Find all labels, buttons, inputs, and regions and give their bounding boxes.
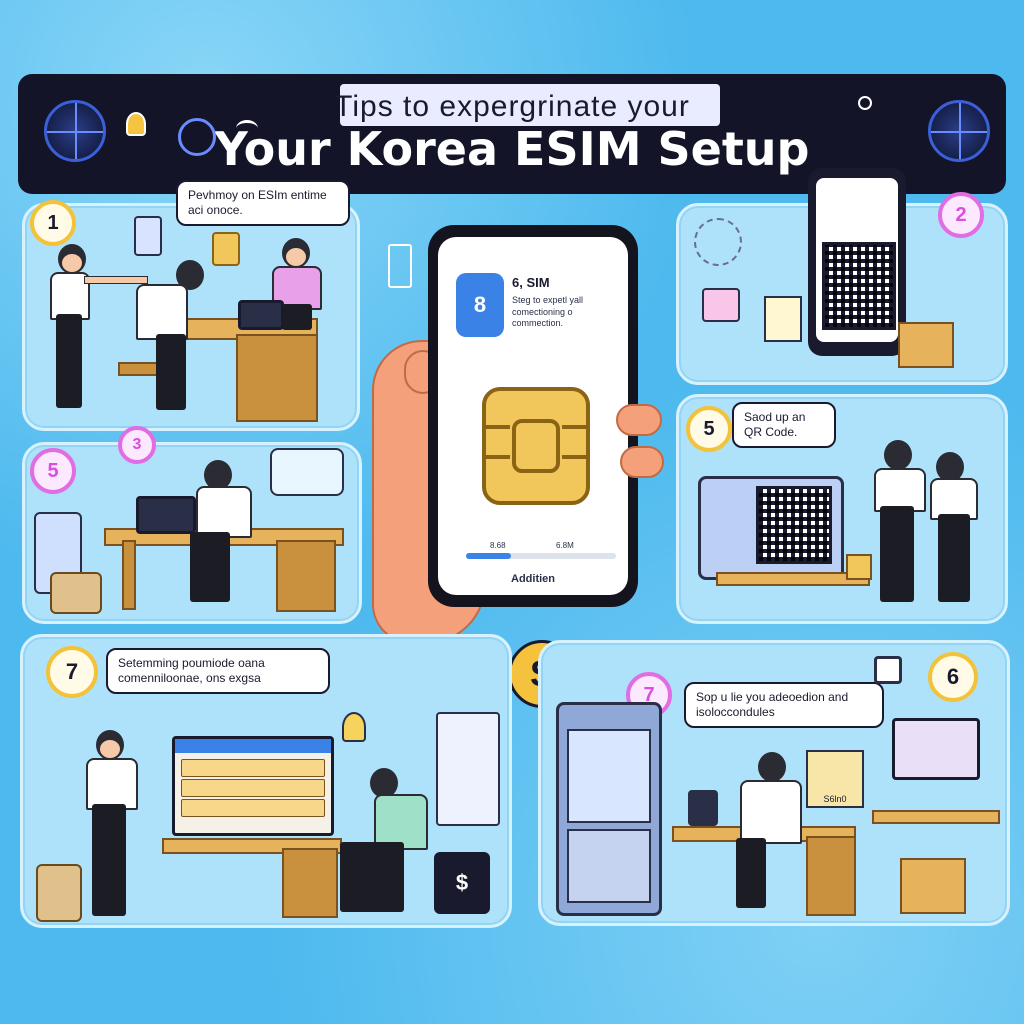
printer (688, 790, 718, 826)
progress-left-label: 8.68 (490, 541, 506, 550)
finger (616, 404, 662, 436)
desk-cabinet (276, 540, 336, 612)
list-row (181, 799, 325, 817)
main-phone: 8 6, SIM Steg to expetl yall comectionin… (428, 225, 638, 607)
shopping-bag: $ (434, 852, 490, 914)
phone-description: Steg to expetl yall comectioning o comme… (512, 295, 584, 329)
step-1-speech-bubble: Pevhmoy on ESIm entime aci onoce. (176, 180, 350, 226)
step-number-badge: 6 (928, 652, 978, 702)
desk-cabinet (236, 334, 318, 422)
globe-sketch-icon (694, 218, 742, 266)
kiosk-machine (556, 702, 662, 916)
wifi-icon (236, 120, 258, 137)
lock-icon (702, 288, 740, 322)
monitor-header (175, 739, 331, 753)
phone-footer-label: Additien (511, 573, 555, 585)
parcel-box (898, 322, 954, 368)
desk-cabinet (282, 848, 338, 918)
chat-bubble-icon (270, 448, 344, 496)
phone-screen: 8 6, SIM Steg to expetl yall comectionin… (438, 237, 628, 595)
page-title: Your Korea ESIM Setup (214, 122, 810, 176)
step-number-badge: 5 (686, 406, 732, 452)
dot-icon (858, 96, 872, 110)
spiral-icon (178, 118, 216, 156)
globe-icon (44, 100, 106, 162)
step-6-speech-bubble: Sop u lie you adeoedion and isoloccondul… (684, 682, 884, 728)
step-number-badge: 5 (30, 448, 76, 494)
signal-icon (388, 244, 412, 288)
step-number-badge: 1 (30, 200, 76, 246)
phone-icon (134, 216, 162, 256)
qr-code (756, 486, 832, 564)
info-poster (436, 712, 500, 826)
profile-photo-card: S6ln0 (806, 750, 864, 808)
qr-code (822, 242, 896, 330)
list-row (181, 759, 325, 777)
laptop (238, 300, 284, 330)
list-row (181, 779, 325, 797)
desk-leg (122, 540, 136, 610)
frame-icon (874, 656, 902, 684)
monitor (172, 736, 334, 836)
step-number-badge: 2 (938, 192, 984, 238)
sim-card-icon (212, 232, 240, 266)
title-line1: Tips to expergrinate your (334, 90, 690, 123)
sim-chip (482, 387, 590, 505)
laptop (136, 496, 196, 534)
document-icon (764, 296, 802, 342)
box (50, 572, 102, 614)
step-number-badge: 7 (46, 646, 98, 698)
step-badge-blue: 8 (456, 273, 504, 337)
progress-right-label: 6.8M (556, 541, 574, 550)
sign-icon (846, 554, 872, 580)
step-4-speech-bubble: Saod up an QR Code. (732, 402, 836, 448)
lightbulb-icon (126, 112, 146, 136)
desk-cabinet (806, 836, 856, 916)
parcel-box (900, 858, 966, 914)
lightbulb-icon (342, 712, 366, 742)
finger (620, 446, 664, 478)
progress-bar (466, 553, 616, 559)
title-line1-backdrop (340, 84, 720, 126)
wall-screen (892, 718, 980, 780)
phone-heading: 6, SIM (512, 275, 550, 290)
step-5-speech-bubble: Setemming poumiode oana comenniloonae, o… (106, 648, 330, 694)
globe-icon (928, 100, 990, 162)
shelf (872, 810, 1000, 824)
step-small-badge: 3 (118, 426, 156, 464)
suitcase (36, 864, 82, 922)
